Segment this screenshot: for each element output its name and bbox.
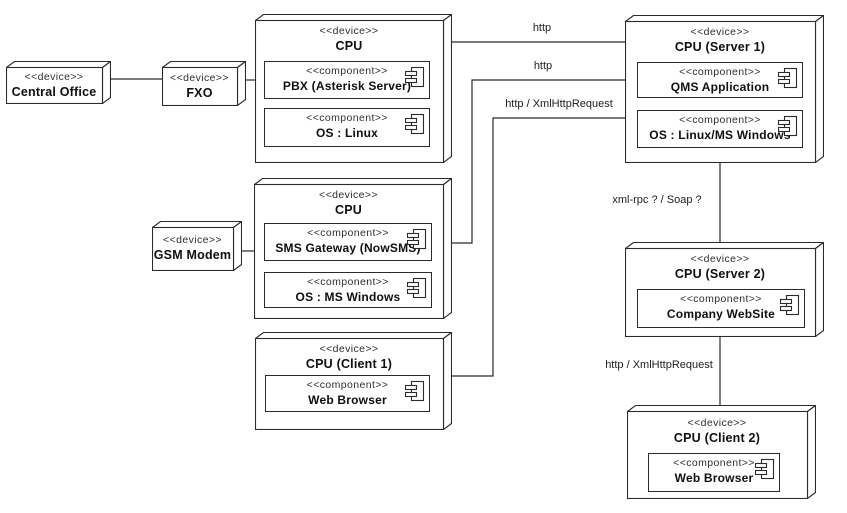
component-name: Web Browser [308, 393, 387, 407]
edge-smscpu-server1-http [451, 79, 625, 244]
component-pbx-asterisk: <<component>> PBX (Asterisk Server) [264, 61, 430, 99]
component-stereotype: <<component>> [306, 379, 389, 391]
component-stereotype: <<component>> [306, 65, 388, 77]
component-qms-application: <<component>> QMS Application [637, 62, 803, 98]
edge-label-xmlhttp-1: http / XmlHttpRequest [505, 98, 613, 110]
component-icon [778, 67, 798, 89]
device-name: CPU (Server 2) [674, 267, 766, 281]
component-stereotype: <<component>> [306, 112, 388, 124]
component-os-linux-mswindows: <<component>> OS : Linux/MS Windows [637, 110, 803, 148]
component-stereotype: <<component>> [307, 227, 389, 239]
component-stereotype: <<component>> [673, 457, 755, 469]
component-name: PBX (Asterisk Server) [282, 79, 412, 93]
device-name: GSM Modem [153, 248, 232, 262]
component-web-browser-client2: <<component>> Web Browser [648, 453, 780, 492]
device-stereotype: <<device>> [690, 253, 750, 265]
component-name: OS : MS Windows [295, 290, 401, 304]
component-name: Company WebSite [666, 307, 776, 321]
component-company-website: <<component>> Company WebSite [637, 289, 805, 328]
component-stereotype: <<component>> [679, 114, 761, 126]
component-icon [778, 115, 798, 137]
component-icon [755, 458, 775, 480]
device-stereotype: <<device>> [687, 417, 747, 429]
device-stereotype: <<device>> [24, 71, 84, 83]
edge-label-xmlrpc-soap: xml-rpc ? / Soap ? [612, 194, 702, 206]
node-3d-box [6, 61, 111, 104]
component-icon [405, 113, 425, 135]
edge-label-http-top: http [532, 22, 552, 34]
component-icon [405, 66, 425, 88]
device-name: CPU (Client 2) [673, 431, 761, 445]
component-stereotype: <<component>> [307, 276, 389, 288]
component-name: QMS Application [670, 80, 770, 94]
device-stereotype: <<device>> [319, 189, 378, 201]
device-stereotype: <<device>> [163, 234, 222, 246]
component-stereotype: <<component>> [679, 66, 761, 78]
device-name: CPU [335, 203, 362, 217]
device-name: CPU (Server 1) [674, 40, 766, 54]
device-stereotype: <<device>> [319, 343, 379, 355]
device-name: CPU [335, 39, 363, 53]
device-name: FXO [186, 86, 213, 100]
component-icon [407, 277, 427, 299]
edge-label-http-mid: http [533, 60, 553, 72]
edge-label-xmlhttp-2: http / XmlHttpRequest [605, 359, 713, 371]
component-os-mswindows: <<component>> OS : MS Windows [264, 272, 432, 308]
node-3d-box [162, 61, 246, 106]
device-stereotype: <<device>> [690, 26, 750, 38]
device-stereotype: <<device>> [170, 72, 229, 84]
component-stereotype: <<component>> [680, 293, 762, 305]
device-name: CPU (Client 1) [305, 357, 393, 371]
component-name: OS : Linux [316, 126, 378, 140]
node-3d-box [152, 221, 242, 271]
component-icon [780, 294, 800, 316]
component-icon [407, 228, 427, 250]
component-icon [405, 380, 425, 402]
device-stereotype: <<device>> [319, 25, 379, 37]
component-web-browser-client1: <<component>> Web Browser [265, 375, 430, 412]
edge-client1-server1-xmlhttp [451, 117, 625, 377]
device-name: Central Office [11, 85, 97, 99]
component-os-linux: <<component>> OS : Linux [264, 108, 430, 147]
component-sms-gateway: <<component>> SMS Gateway (NowSMS) [264, 223, 432, 261]
component-name: Web Browser [674, 471, 754, 485]
component-name: SMS Gateway (NowSMS) [275, 241, 421, 255]
component-name: OS : Linux/MS Windows [649, 128, 791, 142]
